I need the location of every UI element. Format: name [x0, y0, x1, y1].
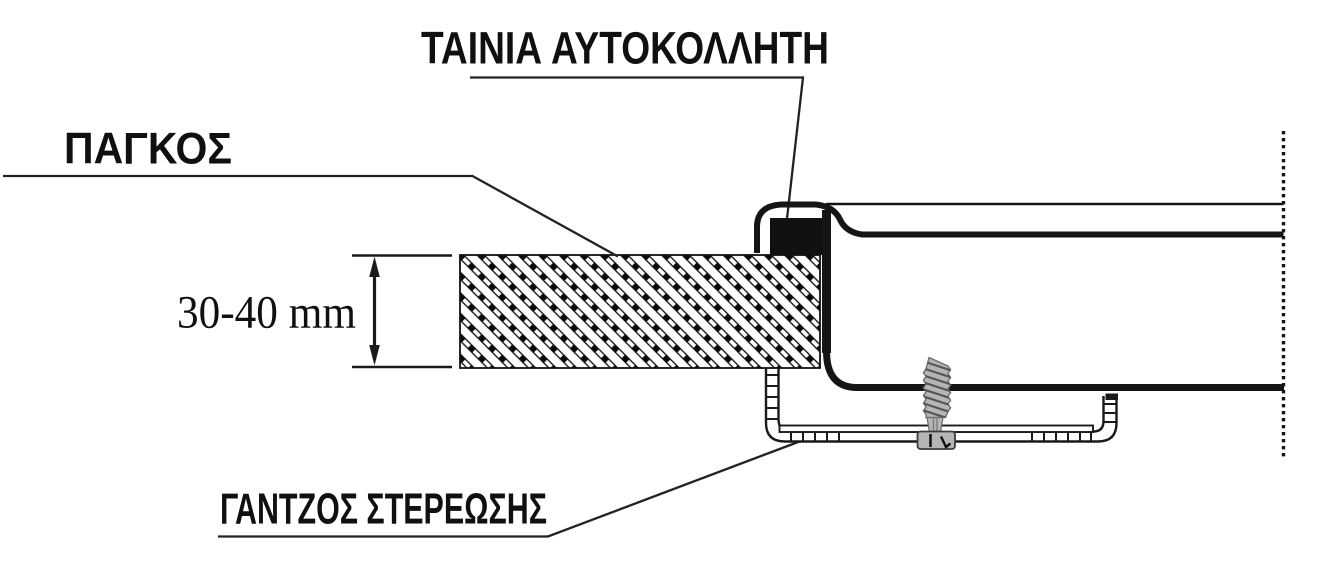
sink-rim-profile — [754, 201, 1284, 391]
thickness-dimension — [352, 254, 452, 369]
countertop-hatch — [459, 254, 821, 369]
countertop-leader-line — [3, 174, 619, 258]
adhesive-tape — [770, 218, 823, 255]
fixing-hook-leader-line — [218, 440, 800, 538]
thickness-dimension-label: 30-40 mm — [177, 287, 356, 339]
countertop-label: ΠΑΓΚΟΣ — [64, 125, 232, 174]
clamp-screw — [916, 356, 956, 450]
arrowhead-up — [369, 256, 380, 277]
bracket-rungs — [766, 374, 1117, 441]
arrowhead-down — [369, 345, 380, 366]
sink-rim-and-flange-bottom-line — [754, 201, 1284, 253]
sink-bowl-bottom-line — [823, 350, 1284, 391]
adhesive-tape-label: ΤΑΙΝΙΑ ΑΥΤΟΚΟΛΛΗΤΗ — [421, 23, 829, 74]
bracket-end-cap — [1105, 393, 1118, 400]
fixing-hook-label: ΓΑΝΤΖΟΣ ΣΤΕΡΕΩΣΗΣ — [220, 485, 547, 534]
screw-head — [916, 430, 956, 450]
screw-shank-lines — [932, 417, 938, 432]
screw-slot-mark — [939, 435, 952, 449]
screw-shank — [926, 416, 944, 433]
adhesive-tape-leader-line — [470, 76, 805, 224]
